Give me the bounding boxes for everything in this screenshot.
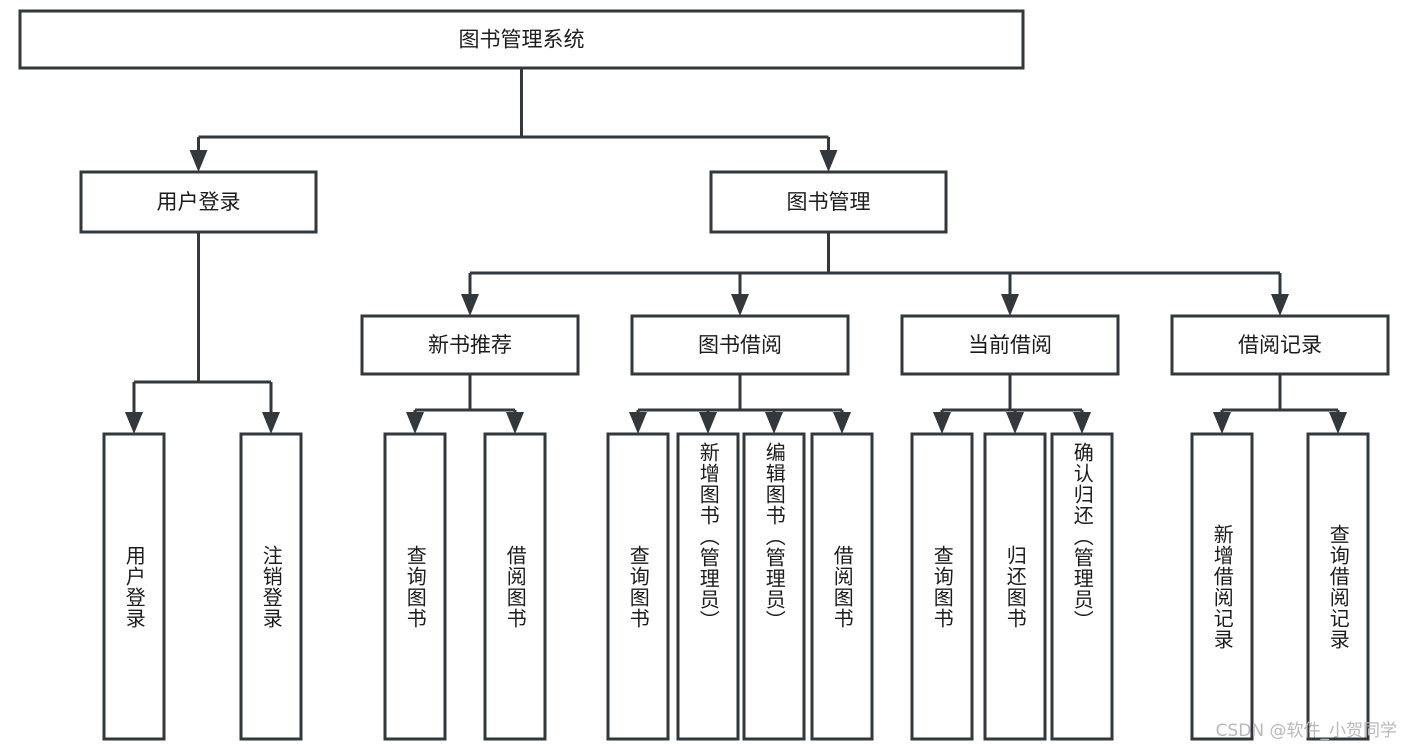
- node-box-leaf-query-book-rec: [383, 432, 447, 741]
- node-borrow-record[interactable]: 借阅记录: [1170, 314, 1390, 376]
- node-box-book-management: [709, 170, 948, 234]
- node-user-login[interactable]: 用户登录: [79, 170, 318, 234]
- node-leaf-edit-book[interactable]: [742, 432, 806, 741]
- node-leaf-user-login[interactable]: [102, 432, 166, 741]
- node-box-current-borrow: [900, 314, 1120, 376]
- arrow-head-icon-leaf-borrow-book: [833, 412, 851, 434]
- node-leaf-borrow-book[interactable]: [810, 432, 874, 741]
- node-box-leaf-borrow-book: [810, 432, 874, 741]
- node-label-user-login: 用户登录: [157, 190, 241, 214]
- node-box-user-login: [79, 170, 318, 234]
- node-book-management[interactable]: 图书管理: [709, 170, 948, 234]
- node-box-leaf-add-record: [1190, 432, 1254, 741]
- arrow-head-icon-leaf-user-login: [125, 412, 143, 434]
- node-label-borrow-record: 借阅记录: [1238, 333, 1322, 357]
- arrow-head-icon-leaf-query-book-borrow: [629, 412, 647, 434]
- node-label-root: 图书管理系统: [459, 28, 585, 52]
- node-leaf-query-book-rec[interactable]: [383, 432, 447, 741]
- node-leaf-query-record[interactable]: [1306, 432, 1370, 741]
- node-label-book-management: 图书管理: [787, 190, 871, 214]
- arrow-head-icon-leaf-confirm-return: [1073, 412, 1091, 434]
- node-root[interactable]: 图书管理系统: [18, 9, 1025, 70]
- node-current-borrow[interactable]: 当前借阅: [900, 314, 1120, 376]
- node-box-leaf-logout: [239, 432, 303, 741]
- node-box-leaf-query-book-cur: [910, 432, 974, 741]
- arrow-head-icon-borrow-record: [1271, 294, 1289, 316]
- node-leaf-query-book-borrow[interactable]: [606, 432, 670, 741]
- node-box-leaf-confirm-return: [1050, 432, 1114, 741]
- node-label-book-borrow: 图书借阅: [698, 333, 782, 357]
- node-leaf-borrow-book-rec[interactable]: [483, 432, 547, 741]
- node-leaf-confirm-return[interactable]: [1050, 432, 1114, 741]
- node-leaf-logout[interactable]: [239, 432, 303, 741]
- node-book-borrow[interactable]: 图书借阅: [630, 314, 850, 376]
- connectors-layer: [125, 68, 1347, 434]
- watermark-text: CSDN @软件_小贺同学: [1215, 721, 1397, 741]
- arrow-head-icon-leaf-edit-book: [765, 412, 783, 434]
- node-box-leaf-return-book: [983, 432, 1047, 741]
- node-leaf-add-record[interactable]: [1190, 432, 1254, 741]
- node-leaf-query-book-cur[interactable]: [910, 432, 974, 741]
- node-box-leaf-add-book: [676, 432, 740, 741]
- node-new-book-recommend[interactable]: 新书推荐: [360, 314, 580, 376]
- arrow-head-icon-leaf-borrow-book-rec: [506, 412, 524, 434]
- node-box-new-book-recommend: [360, 314, 580, 376]
- node-label-new-book-recommend: 新书推荐: [428, 333, 512, 357]
- arrow-head-icon-leaf-add-record: [1213, 412, 1231, 434]
- arrow-head-icon-leaf-query-record: [1329, 412, 1347, 434]
- node-label-current-borrow: 当前借阅: [968, 333, 1052, 357]
- arrow-head-icon-user-login: [189, 150, 208, 172]
- node-box-book-borrow: [630, 314, 850, 376]
- arrow-head-icon-leaf-query-book-cur: [933, 412, 951, 434]
- arrow-head-icon-book-management: [819, 150, 838, 172]
- node-box-leaf-query-record: [1306, 432, 1370, 741]
- arrow-head-icon-leaf-add-book: [699, 412, 717, 434]
- node-leaf-add-book[interactable]: [676, 432, 740, 741]
- node-box-leaf-user-login: [102, 432, 166, 741]
- arrow-head-icon-leaf-return-book: [1006, 412, 1024, 434]
- node-box-leaf-edit-book: [742, 432, 806, 741]
- arrow-head-icon-leaf-query-book-rec: [406, 412, 424, 434]
- node-box-leaf-query-book-borrow: [606, 432, 670, 741]
- arrow-head-icon-book-borrow: [731, 294, 749, 316]
- node-box-root: [18, 9, 1025, 70]
- node-leaf-return-book[interactable]: [983, 432, 1047, 741]
- arrow-head-icon-leaf-logout: [262, 412, 280, 434]
- arrow-head-icon-new-book-recommend: [461, 294, 479, 316]
- node-box-leaf-borrow-book-rec: [483, 432, 547, 741]
- arrow-head-icon-current-borrow: [1001, 294, 1019, 316]
- node-box-borrow-record: [1170, 314, 1390, 376]
